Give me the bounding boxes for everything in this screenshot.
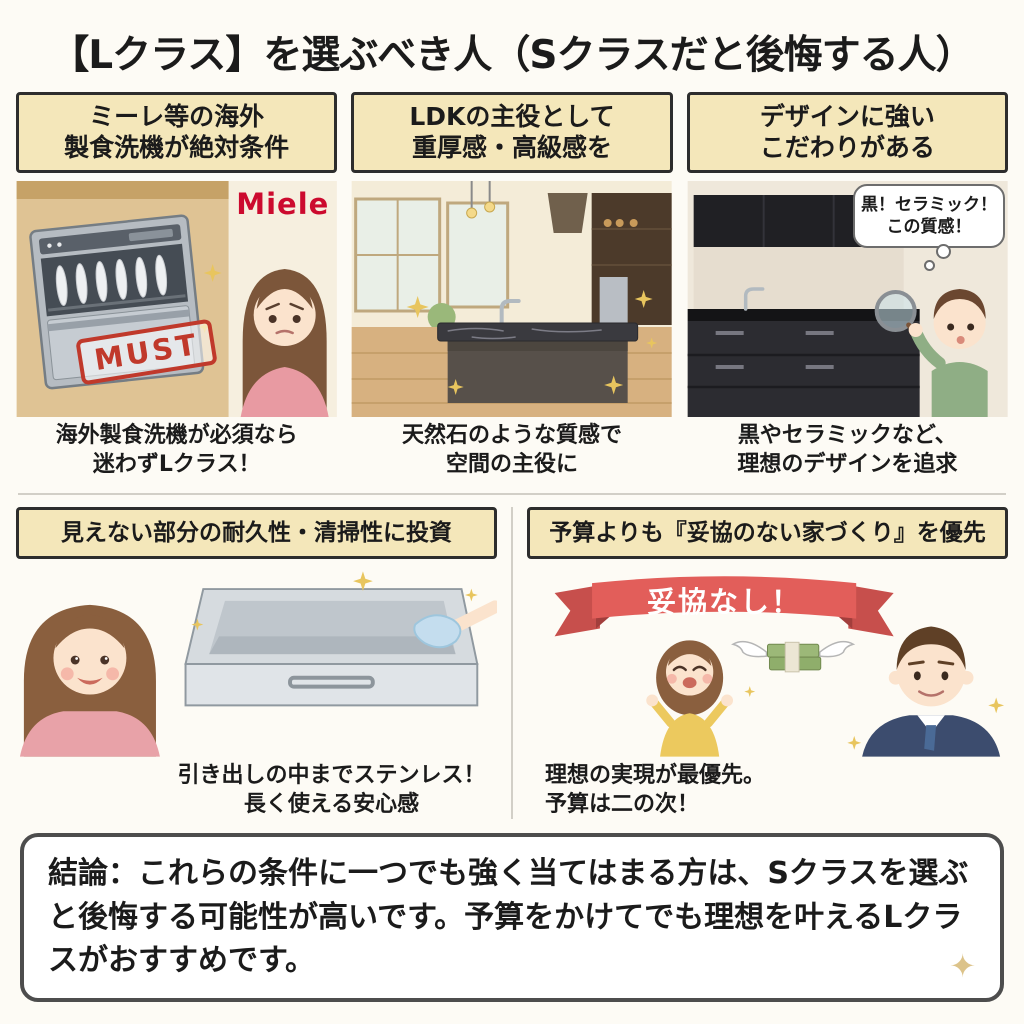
cleaning-cloth-icon — [413, 600, 497, 649]
window-icon — [354, 197, 510, 313]
panel-durability: 見えない部分の耐久性・清掃性に投資 — [16, 507, 497, 819]
conclusion-box: 結論：これらの条件に一つでも強く当てはまる方は、Sクラスを選ぶと後悔する可能性が… — [20, 833, 1004, 1002]
sparkle-icon — [191, 571, 478, 631]
range-hood-icon — [547, 193, 588, 233]
panel-budget-caption: 理想の実現が最優先。 予算は二の次！ — [545, 763, 766, 818]
panel-dishwasher: ミーレ等の海外 製食洗機が絶対条件 — [16, 92, 338, 479]
cheering-woman-illustration — [646, 640, 734, 757]
panel-budget: 予算よりも『妥協のない家づくり』を優先 — [527, 507, 1008, 819]
design-illustration: 黒！セラミック！ この質感！ — [687, 181, 1008, 417]
miele-logo: Miele — [236, 187, 330, 221]
no-compromise-illustration: 妥協なし！ — [527, 567, 1008, 757]
panel-dishwasher-header: ミーレ等の海外 製食洗機が絶対条件 — [16, 92, 338, 173]
sparkle-icon: ✦ — [949, 947, 976, 986]
page-title: 【Lクラス】を選ぶべき人（Sクラスだと後悔する人） — [50, 33, 974, 78]
panel-island: LDKの主役として 重厚感・高級感を — [351, 92, 673, 479]
stainless-drawer-icon — [184, 588, 479, 707]
curious-man-illustration — [874, 289, 988, 417]
flying-money-icon — [731, 641, 856, 673]
no-compromise-scene — [554, 576, 1005, 757]
panel-island-header: LDKの主役として 重厚感・高級感を — [351, 92, 673, 173]
bottom-panel-row: 見えない部分の耐久性・清掃性に投資 — [0, 507, 1024, 820]
panel-durability-caption: 引き出しの中までステンレス！ 長く使える安心感 — [177, 763, 486, 818]
dishwasher-illustration: Miele MUST — [16, 181, 337, 417]
sparkle-icon — [406, 290, 658, 395]
panel-durability-header: 見えない部分の耐久性・清掃性に投資 — [16, 507, 497, 560]
black-cabinets — [687, 195, 920, 417]
kitchen-island-scene — [351, 181, 672, 417]
infographic-page: 【Lクラス】を選ぶべき人（Sクラスだと後悔する人） ミーレ等の海外 製食洗機が絶… — [0, 33, 1024, 1002]
stone-island-icon — [437, 299, 639, 403]
banner-text: 妥協なし！ — [646, 585, 802, 620]
back-cabinets — [591, 193, 672, 325]
panel-budget-header: 予算よりも『妥協のない家づくり』を優先 — [527, 507, 1008, 560]
drawer-illustration — [16, 567, 497, 757]
row-divider — [18, 493, 1006, 496]
drawer-scene — [19, 571, 497, 757]
smiling-man-illustration — [862, 626, 1001, 757]
sparkle-icon — [744, 686, 1005, 750]
panel-dishwasher-caption: 海外製食洗機が必須なら 迷わずLクラス！ — [55, 423, 298, 478]
pendant-light-icon — [466, 181, 496, 219]
happy-woman-illustration — [19, 604, 160, 757]
conclusion-text: 結論：これらの条件に一つでも強く当てはまる方は、Sクラスを選ぶと後悔する可能性が… — [48, 856, 969, 979]
magnifier-icon — [874, 290, 917, 332]
panel-design: デザインに強い こだわりがある — [686, 92, 1008, 479]
panel-design-caption: 黒やセラミックなど、 理想のデザインを追求 — [737, 423, 958, 478]
island-illustration — [351, 181, 672, 417]
concerned-woman-illustration — [240, 269, 329, 417]
thought-bubble: 黒！セラミック！ この質感！ — [852, 184, 1005, 272]
column-divider — [511, 507, 513, 820]
panel-design-header: デザインに強い こだわりがある — [686, 92, 1008, 173]
panel-island-caption: 天然石のような質感で 空間の主役に — [401, 423, 622, 478]
ribbon-banner-icon — [554, 576, 894, 637]
top-panel-row: ミーレ等の海外 製食洗機が絶対条件 — [0, 92, 1024, 479]
